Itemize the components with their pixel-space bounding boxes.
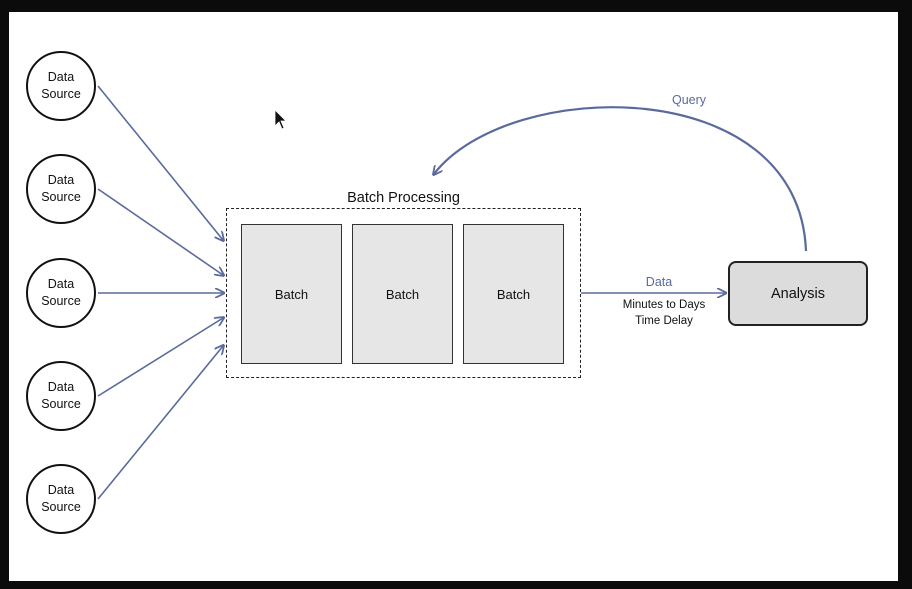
data-source-node: Data Source — [26, 154, 96, 224]
query-arrow — [434, 106, 808, 252]
data-source-node: Data Source — [26, 258, 96, 328]
data-source-node: Data Source — [26, 464, 96, 534]
query-label: Query — [671, 93, 707, 107]
time-delay-label: Minutes to Days Time Delay — [622, 299, 706, 327]
data-flow-label: Data — [645, 275, 673, 289]
batch-box: Batch — [463, 224, 564, 364]
data-source-node: Data Source — [26, 51, 96, 121]
mouse-cursor-icon — [274, 109, 287, 130]
batch-processing-frame — [226, 208, 581, 378]
source-1-arrow — [97, 85, 223, 240]
connector-layer — [97, 85, 808, 500]
batch-processing-title: Batch Processing — [347, 190, 460, 206]
batch-box: Batch — [352, 224, 453, 364]
data-source-node: Data Source — [26, 361, 96, 431]
analysis-node: Analysis — [728, 261, 868, 326]
diagram-slide: Data Source Data Source Data Source Data… — [9, 12, 898, 581]
batch-box: Batch — [241, 224, 342, 364]
source-4-arrow — [97, 318, 223, 397]
source-5-arrow — [97, 346, 223, 500]
source-2-arrow — [97, 188, 223, 275]
